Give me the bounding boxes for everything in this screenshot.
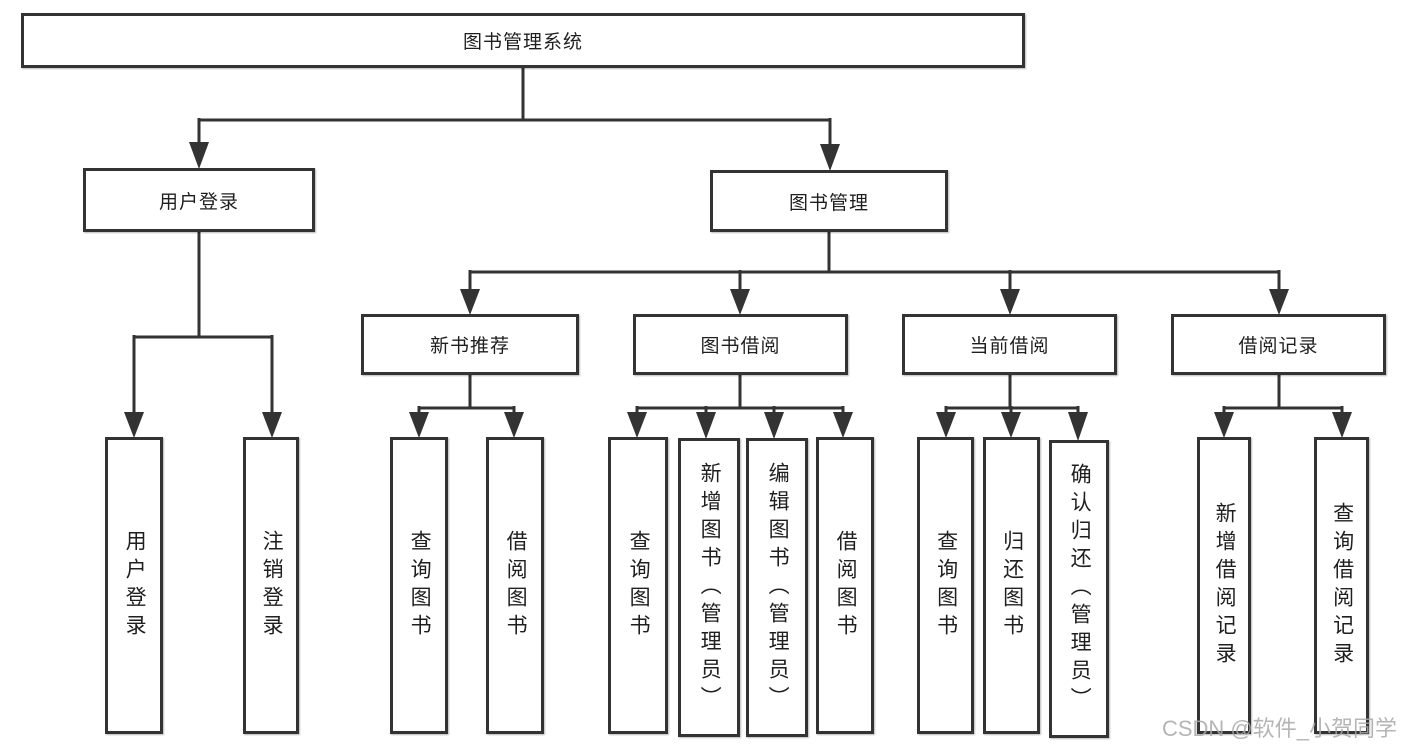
node-borrow-records: 借阅记录	[1171, 314, 1386, 375]
connector-root-to-level2	[189, 68, 840, 171]
leaf-edit-book-admin: 编辑图书（管理员）	[746, 438, 808, 737]
leaf-query-books-borrow: 查询图书	[608, 437, 668, 734]
node-user-login: 用户登录	[83, 168, 315, 232]
node-root-library-system: 图书管理系统	[21, 13, 1025, 68]
leaf-user-login: 用户登录	[105, 437, 163, 734]
node-book-management: 图书管理	[710, 170, 948, 232]
connector-book-mgmt-to-level3	[460, 232, 1289, 315]
node-current-borrow: 当前借阅	[902, 314, 1117, 375]
leaf-query-borrow-record: 查询借阅记录	[1314, 437, 1369, 734]
leaf-query-books-recommend: 查询图书	[390, 437, 448, 734]
connector-records-children	[1214, 375, 1352, 438]
csdn-watermark: CSDN @软件_小贺同学	[1161, 716, 1397, 741]
leaf-return-book: 归还图书	[983, 437, 1040, 734]
connector-new-book-children	[409, 375, 524, 438]
connector-user-login-children	[124, 232, 282, 438]
connector-book-borrow-children	[627, 375, 853, 439]
node-book-borrow: 图书借阅	[633, 314, 848, 375]
leaf-borrow-books: 借阅图书	[816, 437, 874, 734]
leaf-borrow-books-recommend: 借阅图书	[486, 437, 544, 734]
node-new-book-recommend: 新书推荐	[361, 314, 579, 375]
leaf-confirm-return-admin: 确认归还（管理员）	[1049, 440, 1109, 738]
leaf-query-books-current: 查询图书	[917, 437, 974, 734]
leaf-logout: 注销登录	[243, 437, 299, 734]
leaf-add-book-admin: 新增图书（管理员）	[678, 438, 740, 737]
leaf-add-borrow-record: 新增借阅记录	[1197, 437, 1251, 734]
connector-current-borrow-children	[936, 375, 1088, 441]
